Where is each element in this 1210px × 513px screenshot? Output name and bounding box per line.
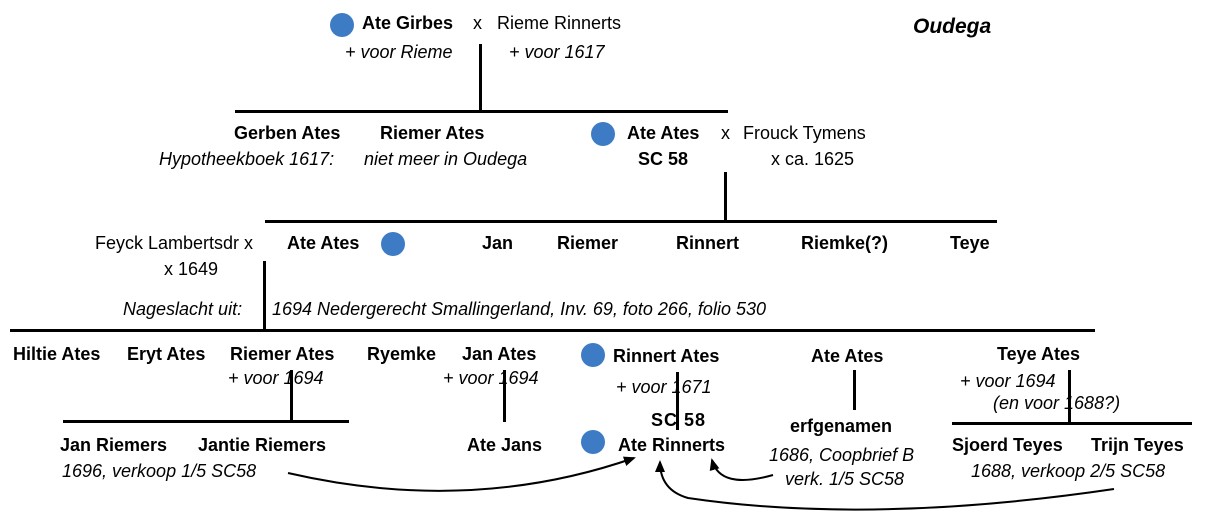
ancestor-marker-icon (591, 122, 615, 146)
person-jan: Jan (482, 233, 514, 253)
person-riemer: Riemer (557, 233, 619, 253)
person-teye-ates: Teye Ates (997, 344, 1081, 364)
person-sjoerd-teyes: Sjoerd Teyes (952, 435, 1063, 455)
person-feyck-lambertsdr: Feyck Lambertsdr x (95, 233, 254, 253)
teye-descent-line (1068, 370, 1071, 425)
death-note: + voor 1694 (443, 368, 539, 388)
riemer-descent-line (290, 370, 293, 422)
person-rinnert-ates: Rinnert Ates (613, 346, 720, 366)
arrow-erfgenamen-sale (709, 458, 774, 481)
person-jan-ates: Jan Ates (462, 344, 537, 364)
ancestor-marker-icon (581, 343, 605, 367)
marriage-date: x ca. 1625 (771, 149, 855, 169)
ancestor-marker-icon (330, 13, 354, 37)
marriage-date: x 1649 (164, 259, 219, 279)
sale-note: 1686, Coopbrief B (769, 445, 915, 465)
sale-note: verk. 1/5 SC58 (785, 469, 905, 489)
person-riemke: Riemke(?) (801, 233, 889, 253)
person-frouck-tymens: Frouck Tymens (743, 123, 866, 143)
death-note: + voor 1617 (509, 42, 605, 62)
sc-label: SC 58 (638, 149, 689, 169)
heirs-label: erfgenamen (790, 416, 893, 436)
person-rinnert: Rinnert (676, 233, 739, 253)
place-title: Oudega (913, 15, 992, 38)
arrow-jan-riemers-sale (287, 456, 636, 492)
source-note: Nageslacht uit: (123, 299, 243, 319)
person-ate-ates: Ate Ates (627, 123, 700, 143)
person-eryt-ates: Eryt Ates (127, 344, 206, 364)
marriage-symbol: x (721, 123, 730, 143)
ate-descent-line (853, 370, 856, 410)
person-riemer-ates: Riemer Ates (230, 344, 335, 364)
person-ate-ates: Ate Ates (287, 233, 360, 253)
source-note: niet meer in Oudega (364, 149, 528, 169)
death-note: + voor 1671 (616, 377, 712, 397)
death-note: + voor 1694 (960, 371, 1056, 391)
person-riemer-ates: Riemer Ates (380, 123, 485, 143)
person-gerben-ates: Gerben Ates (234, 123, 341, 143)
gen3-descent-line (263, 261, 266, 331)
sale-note: 1696, verkoop 1/5 SC58 (62, 461, 257, 481)
person-rieme-rinnerts: Rieme Rinnerts (497, 13, 622, 33)
death-note: + voor Rieme (345, 42, 453, 62)
person-ate-ates: Ate Ates (811, 346, 884, 366)
person-ate-jans: Ate Jans (467, 435, 543, 455)
gen3-sibling-bar (265, 220, 997, 223)
death-note: (en voor 1688?) (993, 393, 1121, 413)
person-hiltie-ates: Hiltie Ates (13, 344, 101, 364)
gen2-descent-line (724, 172, 727, 222)
person-jan-riemers: Jan Riemers (60, 435, 168, 455)
source-note: 1694 Nedergerecht Smallingerland, Inv. 6… (272, 299, 766, 319)
source-note: Hypotheekboek 1617: (159, 149, 335, 169)
sale-note: 1688, verkoop 2/5 SC58 (971, 461, 1166, 481)
rinnert-descent-line (676, 372, 679, 430)
person-trijn-teyes: Trijn Teyes (1091, 435, 1184, 455)
ancestor-marker-icon (381, 232, 405, 256)
sc-label: SC 58 (651, 410, 707, 430)
gen5-riemer-bar (63, 420, 349, 423)
person-jantie-riemers: Jantie Riemers (198, 435, 327, 455)
arrow-teyes-sale (655, 460, 1115, 511)
person-ate-girbes: Ate Girbes (362, 13, 454, 33)
gen5-teye-bar (952, 422, 1192, 425)
person-teye: Teye (950, 233, 990, 253)
person-ate-rinnerts: Ate Rinnerts (618, 435, 726, 455)
death-note: + voor 1694 (228, 368, 324, 388)
gen4-sibling-bar (10, 329, 1095, 332)
jan-descent-line (503, 370, 506, 422)
person-ryemke: Ryemke (367, 344, 437, 364)
marriage-symbol: x (473, 13, 482, 33)
gen1-descent-line (479, 44, 482, 110)
ancestor-marker-icon (581, 430, 605, 454)
gen2-sibling-bar (235, 110, 728, 113)
